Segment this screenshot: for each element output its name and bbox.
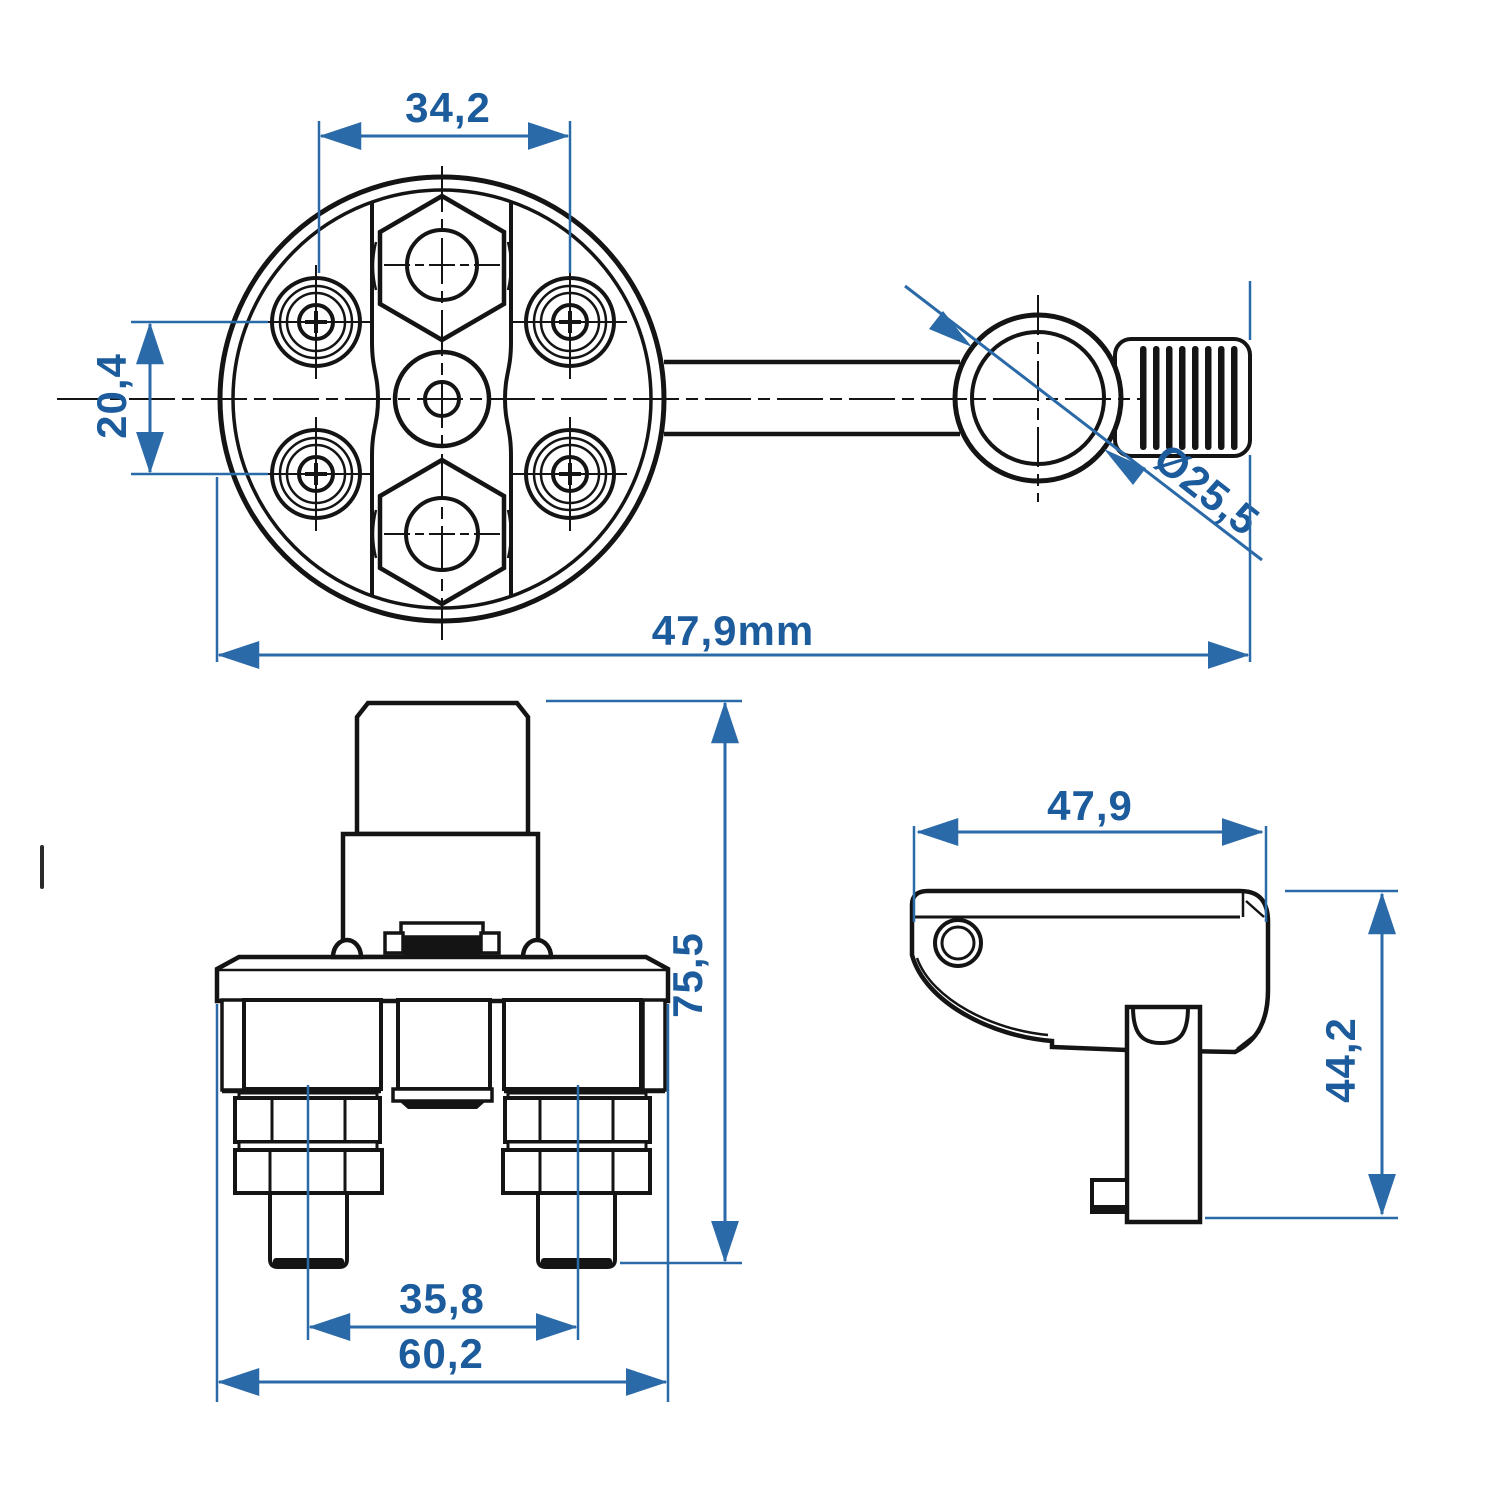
scan-artifact-mark [40, 845, 44, 889]
center-block-foot-seal [399, 1101, 486, 1109]
key-grip-ribs [1140, 346, 1238, 450]
key-shaft-notch [1131, 1006, 1190, 1046]
key-body-side-outline [909, 888, 1271, 1055]
dim-label-side-height: 44,2 [1317, 1017, 1364, 1103]
top-hex-washer-arc-left [371, 241, 378, 291]
body-center-block [396, 998, 492, 1091]
terminal-top-right [513, 265, 627, 379]
dim-label-stud-spacing: 35,8 [399, 1275, 485, 1322]
latch-black-bar [403, 936, 481, 957]
bottom-hex-washer-arc-right [506, 509, 513, 559]
cap-chamfer-top [1245, 900, 1265, 918]
terminal-top-left [259, 265, 373, 379]
knob-clip-ear-right [520, 937, 554, 960]
side-view [909, 888, 1271, 1225]
dim-label-side-width: 47,9 [1047, 782, 1133, 829]
front-view [214, 700, 671, 1269]
key-body-inner-curve [915, 957, 1049, 1037]
key-shaft-side [1124, 1004, 1203, 1225]
top-hex-washer-arc-right [506, 241, 513, 291]
dim-label-overall-width: 47,9mm [652, 607, 814, 654]
latch-tab-left [383, 931, 405, 955]
knob-upper-section [354, 700, 531, 837]
dim-label-terminal-spacing-v: 20,4 [88, 353, 135, 439]
center-block-foot [391, 1087, 494, 1103]
key-diameter-arrow-1 [929, 311, 972, 347]
knob-clip-ear-left [330, 937, 364, 960]
body-right-wall [641, 998, 667, 1092]
dim-leader-key-diameter [904, 284, 1263, 562]
body-left-panel [242, 998, 383, 1091]
key-diameter-arrow-2 [1104, 449, 1146, 485]
stud-stack-right [501, 1091, 652, 1269]
terminal-bottom-left [259, 417, 373, 531]
shaft-nub-seal [1094, 1205, 1125, 1213]
dim-label-terminal-spacing-h: 34,2 [405, 84, 491, 131]
mounting-flange [214, 954, 671, 1004]
latch-bar [399, 921, 485, 939]
body-right-panel [502, 998, 643, 1091]
dim-label-overall-height: 75,5 [664, 932, 711, 1018]
terminal-bottom-right [513, 417, 627, 531]
body-left-wall [220, 998, 246, 1092]
latch-tab-right [479, 931, 501, 955]
bottom-hex-washer-arc-left [371, 509, 378, 559]
pivot-hole-inner [940, 925, 976, 961]
cap-chamfer-bottom [1236, 1030, 1261, 1050]
top-view [57, 166, 1252, 640]
dim-label-base-width: 60,2 [398, 1330, 484, 1377]
